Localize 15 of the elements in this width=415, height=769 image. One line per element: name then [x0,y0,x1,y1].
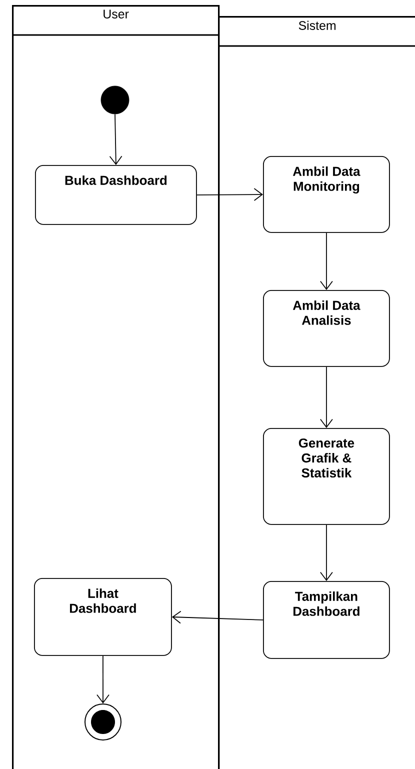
activity-box: Lihat Dashboard [34,578,172,656]
arrow [96,655,110,704]
activity-box: Ambil Data Analisis [263,290,390,367]
arrow [172,610,264,624]
arrow [109,114,122,165]
activity-box: Ambil Data Monitoring [263,156,390,233]
start-node [100,86,130,114]
end-node [84,704,122,740]
activity-box: Tampilkan Dashboard [263,581,390,659]
arrow [196,188,263,201]
arrow [320,232,333,290]
arrow [320,524,333,581]
activity-box: Buka Dashboard [35,165,197,225]
activity-box: Generate Grafik & Statistik [263,428,390,525]
arrow [320,366,333,428]
